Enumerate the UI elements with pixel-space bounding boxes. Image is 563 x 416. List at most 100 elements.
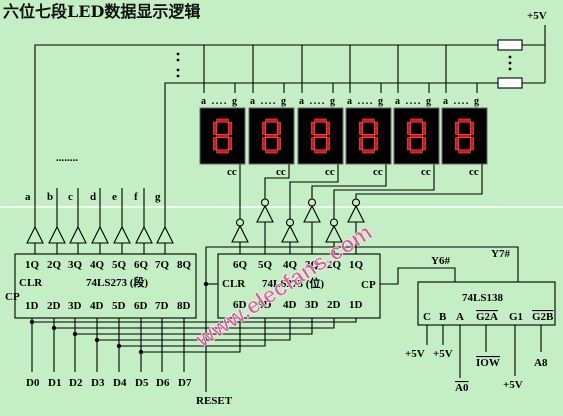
segment-d — [314, 149, 327, 154]
latch-segment-d-pin: 5D — [112, 300, 126, 312]
segment-e — [213, 137, 218, 151]
inverter-bubble — [351, 198, 361, 207]
inverter-bubble — [329, 218, 339, 227]
seven-segment-display — [297, 107, 344, 165]
segment-f — [213, 121, 218, 135]
latch-segment-q-pin: 3Q — [68, 259, 83, 271]
digit-latch-data-wire — [97, 318, 291, 341]
inverter-bubble — [307, 198, 317, 207]
segment-d — [216, 149, 229, 154]
segment-c — [421, 137, 426, 151]
latch-segment-d-pin: 4D — [90, 300, 104, 312]
data-junction — [51, 325, 57, 331]
latch-segment-q-pin: 4Q — [90, 259, 105, 271]
latch-segment-body — [14, 253, 197, 319]
display-pins-label: a .... g — [347, 96, 383, 107]
display-body — [441, 107, 488, 165]
segment-g — [362, 134, 375, 138]
common-line — [289, 164, 339, 219]
segment-c — [373, 137, 378, 151]
data-bus-label: D2 — [69, 377, 83, 389]
omitted-resistors-dot — [508, 67, 512, 71]
display-common-label: cc — [276, 166, 286, 178]
seven-segment-display — [393, 107, 440, 165]
latch-digit-d-pin: 6D — [233, 299, 247, 311]
segment-b — [373, 121, 378, 135]
page-title: 六位七段LED数据显示逻辑 — [3, 2, 200, 21]
data-bus-label: D7 — [178, 377, 192, 389]
decoder-pin-label: G2A — [476, 311, 498, 323]
segment-a — [458, 118, 471, 123]
segment-e — [262, 137, 267, 151]
common-line — [333, 164, 435, 219]
display-common-label: cc — [373, 166, 383, 178]
omitted-lines-dot — [176, 58, 180, 62]
decoder-b-input-label: +5V — [433, 348, 453, 360]
segment-bus-g — [164, 82, 498, 227]
display-pins-label: a .... g — [299, 96, 335, 107]
latch-segment-d-pin: 7D — [155, 300, 169, 312]
data-junction — [116, 343, 122, 349]
digit-latch-data-wire — [75, 318, 313, 335]
segment-e — [407, 137, 412, 151]
decoder-pin-label: G1 — [509, 311, 523, 323]
decoder-y7-label: Y7# — [491, 248, 510, 260]
decoder-pin-label: B — [439, 311, 447, 323]
segment-a — [362, 118, 375, 123]
segment-f — [262, 121, 267, 135]
reset-label: RESET — [196, 395, 233, 407]
common-line — [355, 164, 483, 199]
decoder-g1-input-label: +5V — [503, 379, 523, 391]
data-bus-label: D1 — [48, 377, 61, 389]
inverter-bubble — [260, 198, 270, 207]
latch-digit-cp-label: CP — [361, 279, 376, 291]
segment-bus-label: d — [90, 191, 96, 203]
seven-segment-display — [199, 107, 246, 165]
latch-segment-d-pin: 3D — [68, 300, 82, 312]
segment-f — [407, 121, 412, 135]
omitted-lines-dot — [176, 52, 180, 56]
decoder-pin-label: A — [456, 311, 464, 323]
segment-b — [276, 121, 281, 135]
latch-segment-d-pin: 1D — [25, 300, 39, 312]
pullup-resistor-a — [497, 39, 523, 51]
data-junction — [29, 319, 35, 325]
segment-a — [314, 118, 327, 123]
pullup-resistor-g — [497, 77, 523, 89]
decoder-pin-label: C — [423, 311, 431, 323]
latch-segment-clr-label: CLR — [19, 277, 43, 289]
segment-c — [469, 137, 474, 151]
latch-segment-cp-label: CP — [5, 291, 20, 303]
decoder-a-input-label: A0 — [455, 382, 469, 394]
latch-segment-q-pin: 1Q — [25, 259, 40, 271]
latch-digit-name: 74LS273 (位) — [262, 276, 324, 290]
segment-d — [265, 149, 278, 154]
segment-e — [359, 137, 364, 151]
latch-segment-name: 74LS273 (段) — [86, 275, 148, 289]
latch-digit-d-pin: 3D — [305, 299, 319, 311]
digit-latch-data-wire — [119, 318, 266, 347]
digit-latch-data-wire — [54, 318, 335, 329]
seven-segment-display — [441, 107, 488, 165]
segment-bus-label: f — [134, 191, 138, 203]
data-bus-label: D0 — [26, 377, 40, 389]
decoder-g2b-input-label: A8 — [534, 357, 548, 369]
display-common-label: cc — [421, 166, 431, 178]
data-bus-label: D3 — [91, 377, 105, 389]
segment-c — [325, 137, 330, 151]
seven-segment-display — [345, 107, 392, 165]
omitted-lines-dot — [176, 74, 180, 78]
data-junction — [72, 331, 78, 337]
common-line — [311, 164, 387, 199]
decoder-name: 74LS138 — [462, 292, 503, 304]
digit-latch-data-wire — [141, 318, 241, 353]
latch-digit-d-pin: 1D — [349, 299, 363, 311]
common-line — [264, 164, 290, 199]
segment-a — [410, 118, 423, 123]
display-pins-label: a .... g — [201, 96, 237, 107]
decoder-body — [417, 281, 556, 326]
segment-bus-a — [34, 44, 498, 227]
